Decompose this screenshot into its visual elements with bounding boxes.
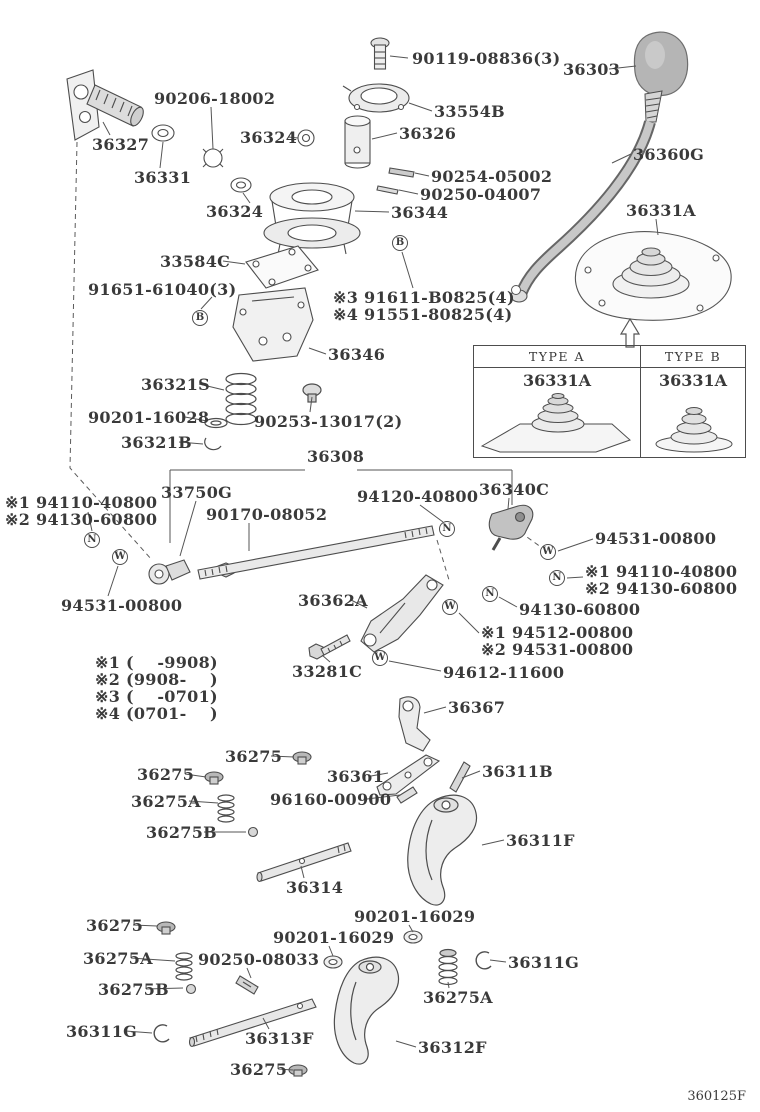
shift-lever-rod-drawing <box>510 120 656 303</box>
type-a-boot-drawing <box>480 393 631 453</box>
type-b-column: TYPE B 36331A <box>641 346 745 457</box>
spring-seats-drawing <box>156 751 312 1077</box>
shift-fork-1-drawing <box>407 794 478 906</box>
leader-lines <box>87 55 659 1071</box>
boot-retainer-drawing <box>574 231 732 321</box>
shift-handle-drawing <box>66 69 144 141</box>
plate-washers-drawing <box>323 930 423 969</box>
slotted-pin-drawing <box>235 975 259 995</box>
type-b-part-number: 36331A <box>658 371 728 390</box>
fork-shaft-1-drawing <box>256 842 352 883</box>
construction-lines <box>69 141 546 581</box>
lever-retainer-bracket-drawing <box>232 287 314 362</box>
fork-shaft-2-drawing <box>188 998 317 1048</box>
select-rod-assembly-drawing <box>148 504 534 585</box>
type-variant-box: TYPE A 36331A TYPE B 36331A <box>473 345 746 458</box>
shift-knob-drawing <box>633 31 689 123</box>
type-a-column: TYPE A 36331A <box>474 346 641 457</box>
diagram-code: 360125F <box>687 1089 746 1104</box>
bolt-90119-drawing <box>370 37 390 70</box>
detent-springs-drawing <box>175 794 458 986</box>
dust-cover-drawing <box>342 83 410 113</box>
shift-head-lever-drawing <box>376 754 471 804</box>
gasket-drawing <box>245 245 319 289</box>
shift-interlock-lever-drawing <box>398 696 431 752</box>
shift-fork-2-drawing <box>333 956 400 1065</box>
type-b-boot-drawing <box>655 407 733 453</box>
lever-socket-drawing <box>344 115 415 195</box>
washers-and-rings-drawing <box>151 124 315 193</box>
detent-balls-drawing <box>185 826 259 995</box>
pivot-bolt-drawing <box>308 634 351 660</box>
inner-lever-drawing <box>360 574 444 653</box>
type-a-part-number: 36331A <box>522 371 592 390</box>
detent-spring-drawing <box>204 372 322 451</box>
arrow-up-icon <box>619 317 641 348</box>
type-b-header: TYPE B <box>641 346 745 368</box>
control-retainer-drawing <box>263 182 361 255</box>
snap-rings-drawing <box>153 951 492 1043</box>
type-a-header: TYPE A <box>474 346 640 368</box>
